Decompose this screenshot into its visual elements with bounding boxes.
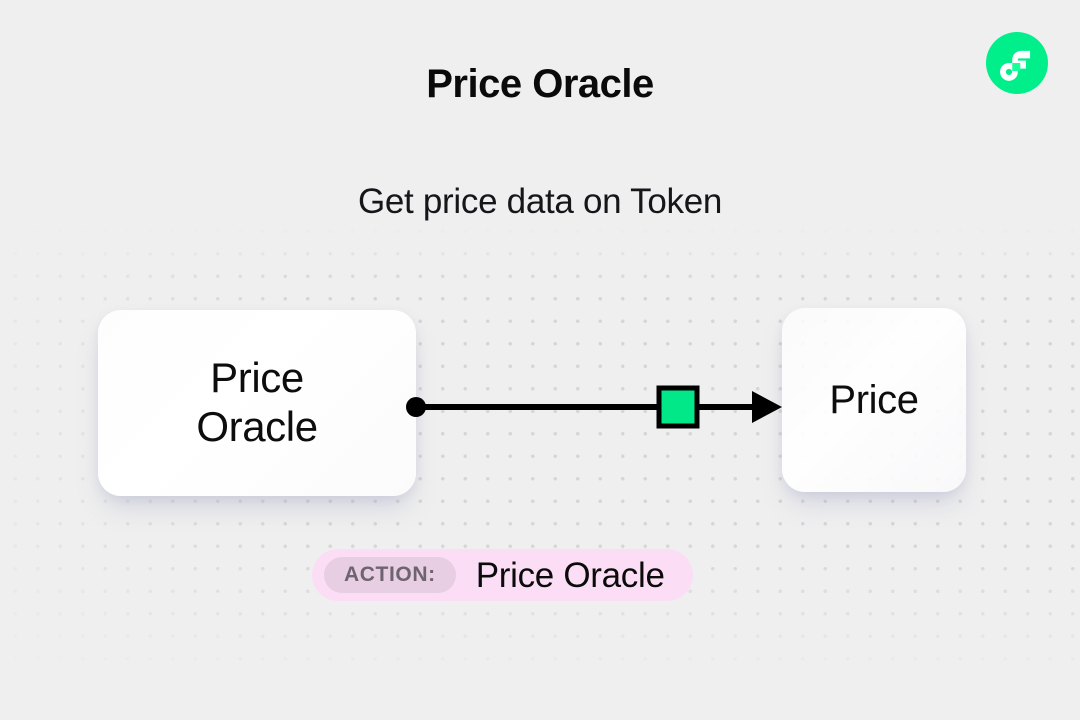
page-title: Price Oracle xyxy=(426,62,654,106)
node-card-target[interactable]: Price xyxy=(782,308,966,492)
action-badge[interactable]: ACTION: Price Oracle xyxy=(312,549,693,601)
node-source-label: Price Oracle xyxy=(196,354,318,451)
node-source-label-line1: Price xyxy=(210,354,304,402)
node-target-label: Price xyxy=(829,377,919,422)
arrow-right-icon xyxy=(752,391,782,423)
page-subtitle: Get price data on Token xyxy=(357,182,723,221)
node-source-label-line2: Oracle xyxy=(196,403,318,450)
node-card-source[interactable]: Price Oracle xyxy=(98,310,416,496)
action-badge-value: Price Oracle xyxy=(475,555,665,595)
action-badge-tag: ACTION: xyxy=(324,557,456,593)
flow-logo-icon xyxy=(986,32,1048,94)
green-square-marker-icon[interactable] xyxy=(656,385,700,429)
